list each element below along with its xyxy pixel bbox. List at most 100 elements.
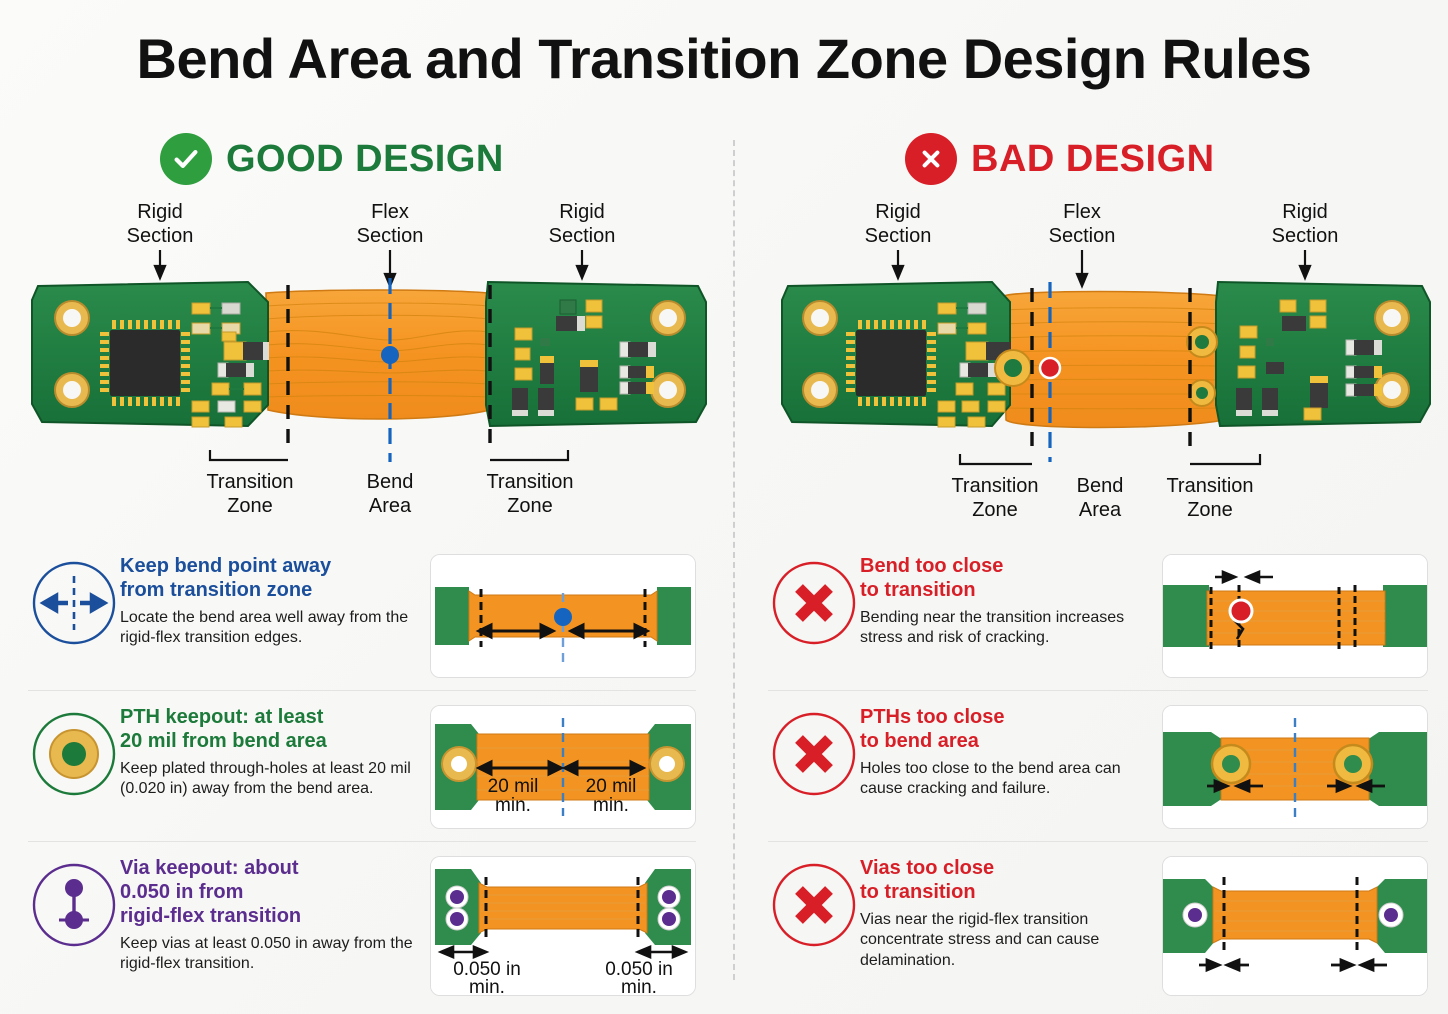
bend-distance-icon — [28, 554, 120, 646]
label-right-tz-line1: Transition — [486, 471, 573, 493]
thumb-left-unit: min. — [495, 795, 531, 816]
rule-text: Vias too close to transition Vias near t… — [860, 856, 1162, 971]
rule-title-line1: Keep bend point away — [120, 555, 332, 577]
rule-bend-too-close: Bend too close to transition Bending nea… — [768, 540, 1428, 690]
label-right-tz-line2: Zone — [507, 495, 553, 517]
rule-pths-too-close: PTHs too close to bend area Holes too cl… — [768, 690, 1428, 841]
rule-title: Bend too close to transition — [860, 554, 1152, 602]
flex-cable — [1003, 290, 1225, 429]
label-left-rigid-line2: Section — [865, 225, 932, 247]
rule-text: Keep bend point away from transition zon… — [120, 554, 430, 649]
cross-icon — [905, 133, 957, 185]
rule-text: PTHs too close to bend area Holes too cl… — [860, 705, 1162, 800]
rule-title-line2: from transition zone — [120, 579, 313, 601]
pth-too-close-thumb — [1162, 705, 1428, 829]
left-rigid-board — [781, 280, 1011, 428]
label-bend-line2: Area — [1079, 499, 1122, 521]
rule-title-line3: rigid-flex transition — [120, 905, 302, 927]
rule-text: Via keepout: about 0.050 in from rigid-f… — [120, 856, 430, 975]
label-left-tz-line1: Transition — [951, 475, 1038, 497]
label-left-rigid-line1: Rigid — [875, 201, 921, 223]
rule-bend-keepout: Keep bend point away from transition zon… — [28, 540, 696, 690]
rule-title: Keep bend point away from transition zon… — [120, 554, 420, 602]
pth-keepout-thumb: 20 mil min. 20 mil min. — [430, 705, 696, 829]
label-left-rigid-line2: Section — [127, 225, 194, 247]
rule-title-line2: 0.050 in from — [120, 881, 244, 903]
rule-description: Vias near the rigid-flex transition conc… — [860, 911, 1100, 969]
label-bend-line1: Bend — [1077, 475, 1124, 497]
thumb-right-value: 20 mil — [586, 776, 637, 797]
bend-too-close-thumb — [1162, 554, 1428, 678]
rule-title: Via keepout: about 0.050 in from rigid-f… — [120, 856, 420, 928]
right-rigid-board — [1215, 280, 1431, 428]
rule-title-line2: to bend area — [860, 730, 979, 752]
pth-on-flex-right-top — [1186, 326, 1218, 358]
left-rigid-board — [31, 280, 269, 428]
bad-design-title: BAD DESIGN — [971, 137, 1215, 180]
cross-circle-icon — [768, 856, 860, 948]
rule-via-keepout: Via keepout: about 0.050 in from rigid-f… — [28, 841, 696, 1008]
label-flex-line1: Flex — [371, 201, 409, 223]
rule-description: Keep vias at least 0.050 in away from th… — [120, 935, 413, 973]
thumb-left-value: 0.050 in — [453, 959, 521, 980]
pth-pad-icon — [28, 705, 120, 797]
cross-circle-icon — [768, 705, 860, 797]
thumb-left-value: 20 mil — [488, 776, 539, 797]
rule-text: PTH keepout: at least 20 mil from bend a… — [120, 705, 430, 800]
label-right-tz-line2: Zone — [1187, 499, 1233, 521]
good-design-title: GOOD DESIGN — [226, 137, 504, 180]
good-design-header: GOOD DESIGN — [160, 133, 504, 185]
rule-description: Holes too close to the bend area can cau… — [860, 760, 1121, 798]
thumb-right-unit: min. — [621, 977, 657, 995]
rule-title-line1: PTH keepout: at least — [120, 706, 324, 728]
rule-title-line1: PTHs too close — [860, 706, 1005, 728]
label-bend-line1: Bend — [367, 471, 414, 493]
via-keepout-thumb: 0.050 in min. 0.050 in min. — [430, 856, 696, 996]
label-left-rigid-line1: Rigid — [137, 201, 183, 223]
label-right-tz-line1: Transition — [1166, 475, 1253, 497]
label-left-tz-line1: Transition — [206, 471, 293, 493]
rule-title-line2: 20 mil from bend area — [120, 730, 327, 752]
label-right-rigid-line1: Rigid — [559, 201, 605, 223]
thumb-left-unit: min. — [469, 977, 505, 995]
rule-title: PTHs too close to bend area — [860, 705, 1152, 753]
label-left-tz-line2: Zone — [972, 499, 1018, 521]
bend-point-dot — [381, 346, 399, 364]
rule-vias-too-close: Vias too close to transition Vias near t… — [768, 841, 1428, 1008]
rule-description: Keep plated through-holes at least 20 mi… — [120, 760, 411, 798]
check-icon — [160, 133, 212, 185]
rule-title-line2: to transition — [860, 579, 976, 601]
vias-too-close-thumb — [1162, 856, 1428, 996]
rule-text: Bend too close to transition Bending nea… — [860, 554, 1162, 649]
rule-title-line1: Bend too close — [860, 555, 1004, 577]
cross-circle-icon — [768, 554, 860, 646]
bend-point-dot — [1038, 356, 1062, 380]
bad-design-diagram: Rigid Section Flex Section Rigid Section — [770, 190, 1440, 535]
page-title: Bend Area and Transition Zone Design Rul… — [136, 27, 1312, 90]
pth-on-flex-right-bottom — [1188, 379, 1216, 407]
label-flex-line1: Flex — [1063, 201, 1101, 223]
label-right-rigid-line2: Section — [1272, 225, 1339, 247]
bend-clearance-thumb — [430, 554, 696, 678]
flex-cable — [265, 289, 491, 420]
thumb-right-unit: min. — [593, 795, 629, 816]
rule-title: PTH keepout: at least 20 mil from bend a… — [120, 705, 420, 753]
rule-description: Locate the bend area well away from the … — [120, 609, 409, 647]
bad-rules-list: Bend too close to transition Bending nea… — [768, 540, 1428, 1008]
label-flex-line2: Section — [1049, 225, 1116, 247]
rule-pth-keepout: PTH keepout: at least 20 mil from bend a… — [28, 690, 696, 841]
label-left-tz-line2: Zone — [227, 495, 273, 517]
right-rigid-board — [485, 280, 707, 428]
rule-description: Bending near the transition increases st… — [860, 609, 1125, 647]
column-divider — [733, 140, 735, 980]
via-pair-icon — [28, 856, 120, 948]
pth-on-flex-left — [994, 349, 1032, 387]
label-right-rigid-line1: Rigid — [1282, 201, 1328, 223]
good-design-diagram: Rigid Section Flex Section Rigid Section — [20, 190, 710, 535]
label-right-rigid-line2: Section — [549, 225, 616, 247]
rule-title-line2: to transition — [860, 881, 976, 903]
rule-title-line1: Vias too close — [860, 857, 995, 879]
bad-design-header: BAD DESIGN — [905, 133, 1215, 185]
label-flex-line2: Section — [357, 225, 424, 247]
